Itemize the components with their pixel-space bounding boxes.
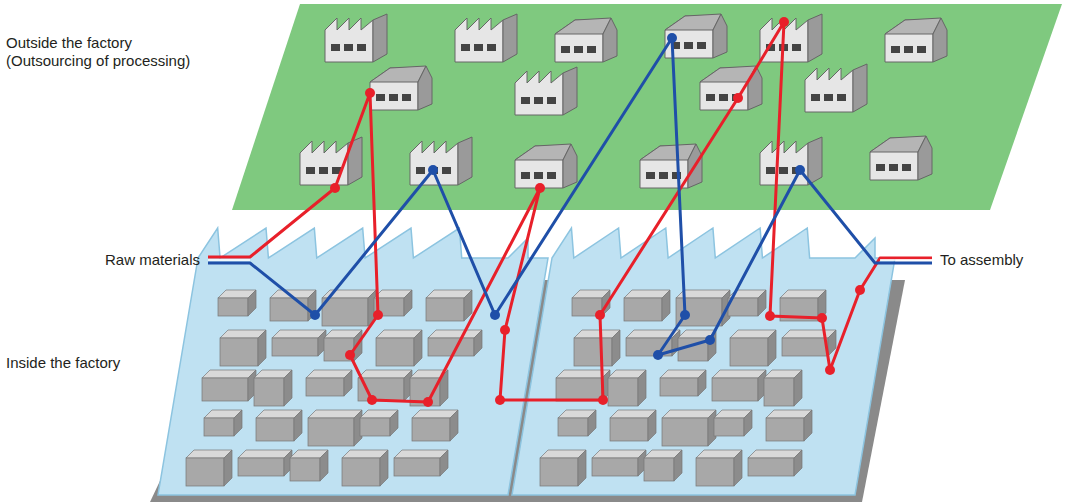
- factory-icon: [885, 18, 947, 62]
- input-label: Raw materials: [105, 251, 200, 269]
- process-point: [495, 395, 505, 405]
- process-point: [817, 313, 827, 323]
- process-point: [428, 165, 438, 175]
- factory-icon: [555, 18, 617, 62]
- process-point: [825, 365, 835, 375]
- process-point: [373, 310, 383, 320]
- factory-icon: [760, 137, 822, 185]
- factory-icon: [325, 14, 387, 62]
- process-point: [330, 183, 340, 193]
- process-point: [705, 335, 715, 345]
- factory-icon: [640, 144, 702, 188]
- factory-icon: [805, 64, 867, 112]
- process-point: [423, 397, 433, 407]
- process-point: [490, 310, 500, 320]
- region-label: Outside the factory (Outsourcing of proc…: [6, 34, 216, 70]
- factory-icon: [665, 14, 727, 58]
- process-point: [653, 350, 663, 360]
- process-route: [208, 38, 932, 355]
- factory-icon: [760, 14, 822, 62]
- process-routes: [208, 17, 932, 407]
- process-point: [535, 183, 545, 193]
- factory-icon: [370, 66, 432, 110]
- process-point: [680, 310, 690, 320]
- process-point: [765, 311, 775, 321]
- output-label: To assembly: [940, 251, 1023, 269]
- process-point: [367, 395, 377, 405]
- process-route: [208, 22, 932, 402]
- process-point: [500, 325, 510, 335]
- process-point: [345, 350, 355, 360]
- factory-icon: [455, 14, 517, 62]
- machines: [186, 290, 836, 486]
- factory-icon: [410, 137, 472, 185]
- factory-icon: [870, 136, 932, 180]
- outside-factories: [300, 14, 947, 188]
- process-point: [779, 17, 789, 27]
- process-point: [598, 395, 608, 405]
- process-point: [595, 310, 605, 320]
- process-point: [733, 93, 743, 103]
- process-point: [365, 88, 375, 98]
- process-point: [310, 310, 320, 320]
- process-point: [667, 33, 677, 43]
- factory-icon: [515, 67, 577, 115]
- outside-plane: [232, 4, 1062, 210]
- region-label: Inside the factory: [6, 354, 166, 372]
- process-point: [795, 165, 805, 175]
- factory-icon: [515, 144, 577, 188]
- process-point: [855, 285, 865, 295]
